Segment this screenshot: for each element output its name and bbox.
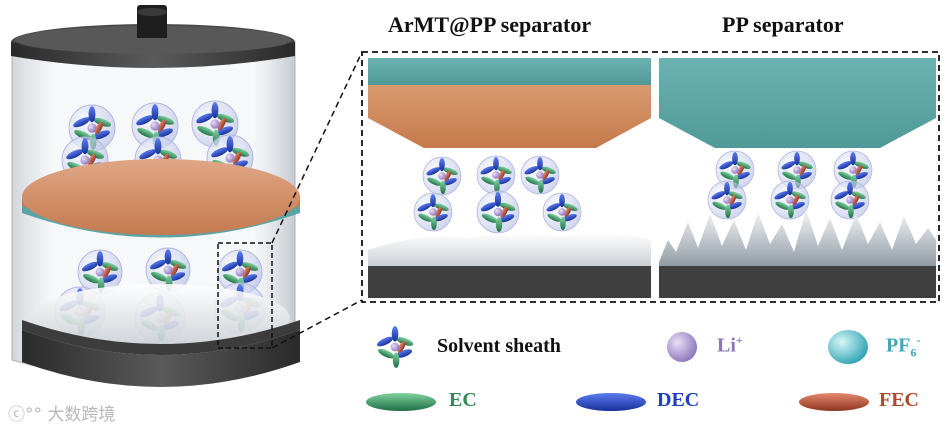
pp-layer	[659, 58, 936, 148]
zoom-connector-top	[271, 51, 363, 244]
legend-fec-icon	[799, 393, 869, 411]
pf6-sup: -	[916, 333, 921, 347]
zoom-frame	[361, 51, 940, 303]
panel-armt-pp	[368, 58, 651, 298]
legend-li-icon	[667, 332, 697, 362]
title-pp: PP separator	[722, 12, 844, 37]
watermark-text: 大数跨境	[47, 405, 116, 425]
zoom-connector-bottom	[271, 299, 363, 349]
electrode	[659, 266, 936, 298]
title-armt-pp: ArMT@PP separator	[388, 12, 592, 37]
electrode	[368, 266, 651, 298]
armt-coating	[368, 85, 651, 148]
pf6-sub: 6	[910, 345, 917, 360]
lithium-deposit	[30, 284, 290, 352]
smooth-li-deposit	[368, 232, 651, 268]
legend-solvent-sheath-icon	[375, 326, 415, 368]
legend-dec-icon	[576, 393, 646, 411]
watermark-logo-icon: ⓒ°°	[8, 405, 42, 425]
separator-armt-layer	[22, 159, 300, 235]
pp-layer	[368, 58, 651, 85]
legend-dec-label: DEC	[657, 389, 700, 411]
watermark: ⓒ°° 大数跨境	[8, 400, 115, 425]
zoom-region-box	[217, 242, 273, 349]
legend-pf6-icon	[828, 330, 868, 364]
bottom-electrode	[22, 330, 300, 387]
legend-ec-icon	[366, 393, 436, 411]
li-sup: +	[735, 333, 743, 347]
panel-pp	[659, 58, 936, 298]
legend-pf6-label: PF6-	[886, 333, 920, 361]
li-text: Li	[717, 334, 736, 357]
legend-solvent-sheath-label: Solvent sheath	[437, 335, 561, 357]
pf6-text: PF	[886, 334, 911, 357]
legend-ec-label: EC	[449, 389, 477, 411]
legend-li-label: Li+	[717, 333, 743, 358]
dendrite-deposit	[659, 210, 936, 268]
legend-fec-label: FEC	[879, 389, 919, 411]
battery-cylinder	[11, 5, 300, 387]
